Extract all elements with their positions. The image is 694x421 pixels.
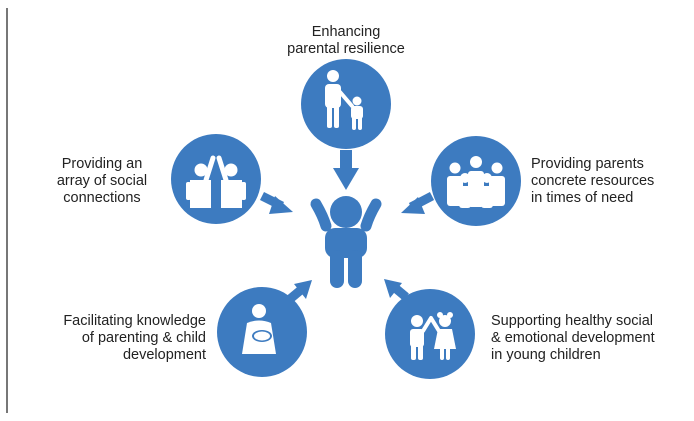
factor-label-line: Facilitating knowledge bbox=[63, 313, 206, 329]
child-arms-raised-icon bbox=[310, 196, 382, 288]
left-divider-rule bbox=[6, 8, 8, 413]
factor-circle-lower-left bbox=[217, 287, 307, 377]
factor-label-line: concrete resources bbox=[531, 173, 655, 189]
factor-label-line: Providing parents bbox=[531, 156, 644, 172]
factor-label-lower-right: Supporting healthy social & emotional de… bbox=[491, 313, 691, 364]
factor-label-line: Providing an bbox=[61, 156, 143, 172]
factor-label-line: array of social bbox=[56, 173, 148, 189]
factor-label-line: in young children bbox=[491, 347, 601, 363]
group-of-people-icon bbox=[447, 156, 505, 208]
arrow-from-upper-right bbox=[401, 192, 435, 214]
arrow-to-lower-right bbox=[384, 279, 409, 301]
factor-label-upper-left: Providing an array of social connections bbox=[40, 156, 164, 207]
high-five-people-icon bbox=[186, 155, 246, 208]
arrow-from-top bbox=[333, 150, 359, 190]
factor-label-top: Enhancing parental resilience bbox=[276, 24, 416, 58]
two-children-holding-hands-icon bbox=[410, 312, 456, 360]
arrow-to-lower-left bbox=[287, 280, 312, 303]
factor-label-line: parental resilience bbox=[287, 41, 405, 57]
factor-label-lower-left: Facilitating knowledge of parenting & ch… bbox=[12, 313, 206, 364]
factor-label-line: of parenting & child bbox=[81, 330, 206, 346]
factor-circle-top bbox=[301, 59, 391, 149]
factor-label-line: in times of need bbox=[531, 190, 634, 206]
mother-holding-baby-icon bbox=[242, 304, 276, 354]
factor-label-line: connections bbox=[63, 190, 141, 206]
parent-and-child-icon bbox=[325, 70, 363, 130]
factor-circle-upper-right bbox=[431, 136, 521, 226]
factor-label-line: Enhancing bbox=[311, 24, 381, 40]
factor-label-line: Supporting healthy social bbox=[491, 313, 654, 329]
factor-label-upper-right: Providing parents concrete resources in … bbox=[531, 156, 691, 207]
arrow-from-upper-left bbox=[259, 191, 293, 214]
factor-circle-upper-left bbox=[171, 134, 261, 224]
factor-circle-lower-right bbox=[385, 289, 475, 379]
factor-label-line: development bbox=[122, 347, 206, 363]
factor-label-line: & emotional development bbox=[491, 330, 655, 346]
